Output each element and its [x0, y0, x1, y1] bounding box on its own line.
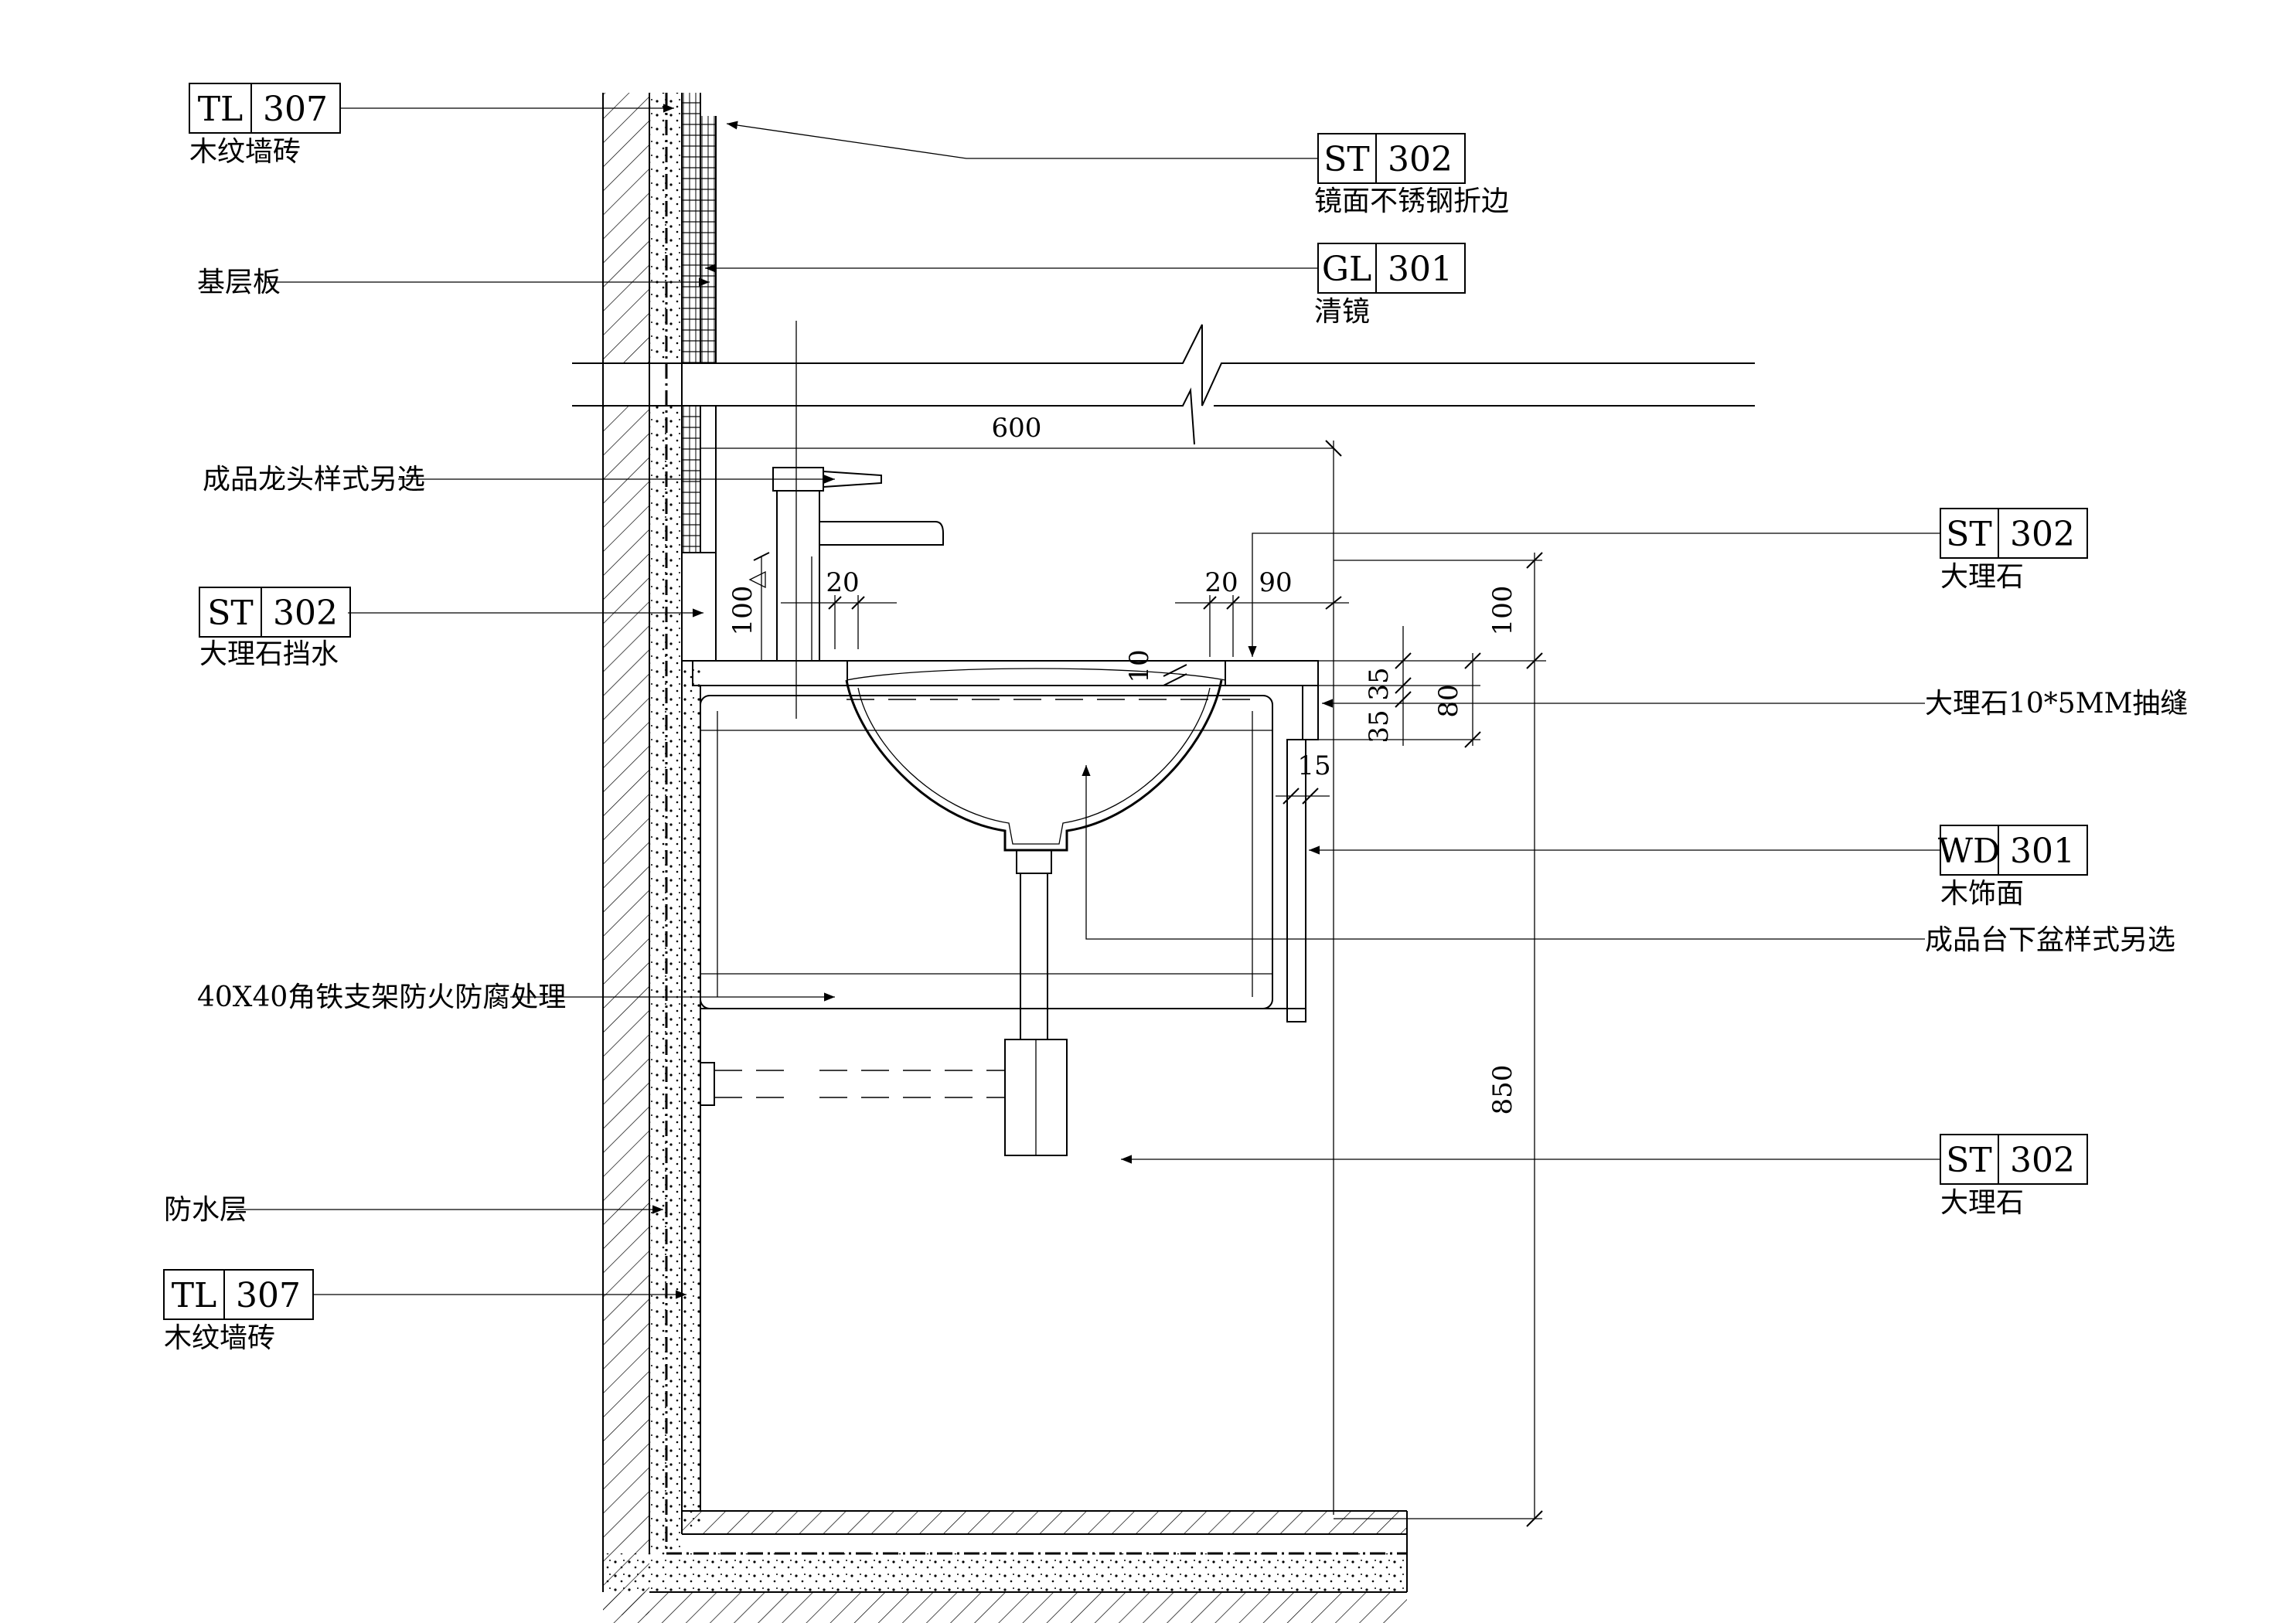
break-line — [572, 324, 1755, 445]
tag-code: GL — [1322, 250, 1371, 289]
tag-code: TL — [172, 1276, 217, 1315]
tag-caption: 木纹墙砖 — [164, 1322, 275, 1354]
label-marble-groove: 大理石10*5MM抽缝 — [1925, 688, 2188, 720]
tag-st302-splash: ST 302 大理石挡水 — [199, 587, 351, 670]
tag-st302-cabinet: ST 302 大理石 — [1940, 1134, 2088, 1219]
tag-code: ST — [1946, 515, 1992, 554]
leader-lines — [236, 104, 1940, 1299]
tag-number: 301 — [2010, 832, 2075, 871]
tag-number: 302 — [273, 594, 338, 633]
tag-code: ST — [207, 594, 254, 633]
vanity-cabinet — [681, 552, 1319, 1511]
tag-caption: 木纹墙砖 — [189, 136, 301, 168]
tag-code: TL — [198, 90, 244, 129]
dim-35-top: 35 — [1364, 667, 1395, 700]
tag-code: ST — [1946, 1141, 1992, 1180]
tag-tl307-top: TL 307 木纹墙砖 — [189, 83, 341, 168]
tag-caption: 清镜 — [1314, 296, 1370, 328]
tag-caption: 大理石挡水 — [199, 638, 339, 670]
tag-st302-mirror-edge: ST 302 镜面不锈钢折边 — [1314, 133, 1509, 217]
tag-code: WD — [1938, 832, 2001, 871]
dim-20-left: 20 — [826, 567, 859, 598]
label-waterproof: 防水层 — [164, 1194, 247, 1226]
dim-10: 10 — [1124, 649, 1155, 682]
label-base-board: 基层板 — [197, 267, 281, 298]
tag-caption: 大理石 — [1940, 561, 2024, 593]
tag-number: 302 — [2010, 515, 2075, 554]
tag-code: ST — [1323, 140, 1370, 179]
tag-wd301: WD 301 木饰面 — [1938, 825, 2088, 910]
tag-caption: 镜面不锈钢折边 — [1314, 185, 1509, 217]
label-basin: 成品台下盆样式另选 — [1925, 924, 2175, 956]
dim-100-right: 100 — [1487, 586, 1518, 636]
tag-tl307-bottom: TL 307 木纹墙砖 — [163, 1269, 314, 1354]
tag-number: 301 — [1388, 250, 1453, 289]
dim-35-bottom: 35 — [1364, 709, 1395, 743]
dim-600: 600 — [992, 413, 1042, 444]
dim-20-right: 20 — [1204, 567, 1238, 598]
tag-number: 307 — [236, 1276, 301, 1315]
dimension-lines — [700, 440, 1546, 1527]
tag-number: 302 — [2010, 1141, 2075, 1180]
tag-caption: 大理石 — [1940, 1187, 2024, 1219]
tag-number: 302 — [1388, 140, 1453, 179]
tag-st302-counter: ST 302 大理石 — [1940, 508, 2088, 593]
dim-80: 80 — [1433, 684, 1464, 717]
dim-850: 850 — [1487, 1065, 1518, 1115]
faucet — [748, 321, 944, 719]
tag-gl301: GL 301 清镜 — [1314, 243, 1466, 328]
dim-100-splash: 100 — [727, 586, 758, 636]
tag-number: 307 — [263, 90, 328, 129]
wall-structure — [602, 93, 1408, 1623]
dim-15: 15 — [1297, 750, 1330, 781]
label-bracket: 40X40角铁支架防火防腐处理 — [197, 982, 566, 1013]
tag-caption: 木饰面 — [1940, 878, 2024, 910]
dim-90: 90 — [1259, 567, 1292, 598]
undermount-basin — [700, 668, 1252, 1156]
label-faucet: 成品龙头样式另选 — [203, 464, 425, 495]
